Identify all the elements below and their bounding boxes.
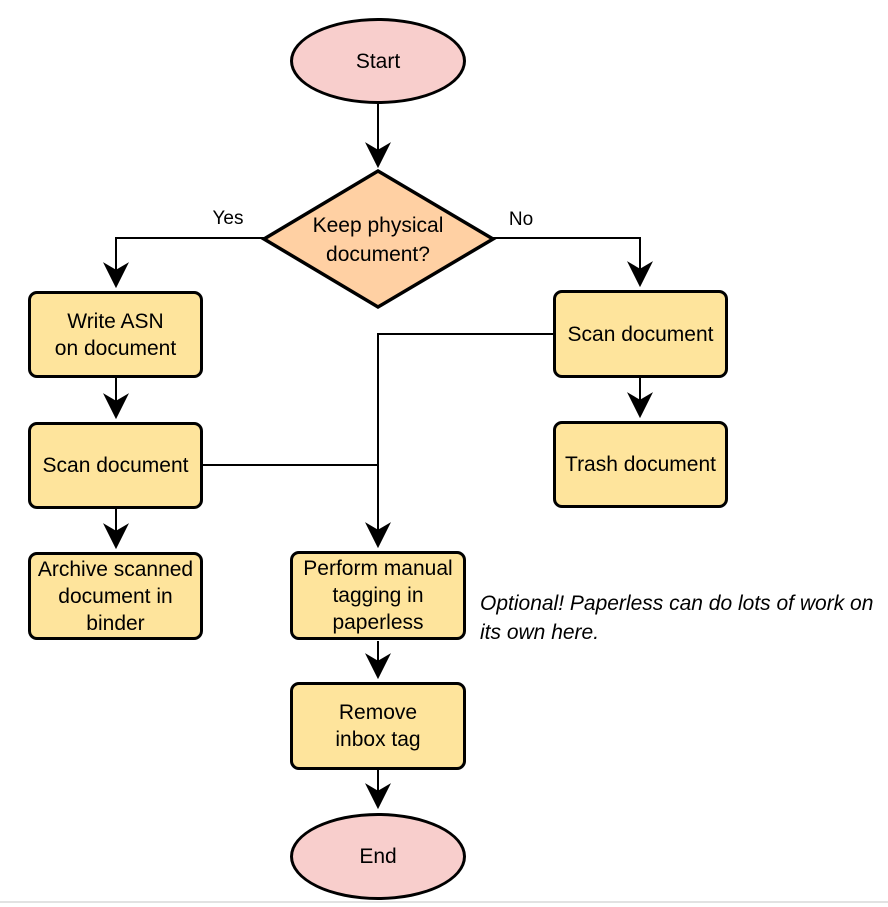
- edge-decision-no-branch: [493, 237, 653, 288]
- node-manual-tagging: Perform manual tagging in paperless: [290, 551, 466, 640]
- bottom-divider: [0, 901, 888, 903]
- edge-label-no: No: [508, 209, 534, 230]
- node-write-asn: Write ASN on document: [28, 291, 203, 378]
- node-scan-document-right: Scan document: [553, 290, 728, 378]
- decision-diamond-shape: [260, 168, 497, 310]
- node-start: Start: [290, 18, 466, 104]
- node-scan-document-left: Scan document: [28, 422, 203, 509]
- node-end: End: [290, 813, 466, 900]
- optional-note-text: Optional! Paperless can do lots of work …: [480, 592, 874, 644]
- node-decision-label: Keep physical document?: [312, 214, 444, 266]
- node-archive-scanned: Archive scanned document in binder: [28, 552, 203, 640]
- node-trash-document: Trash document: [553, 421, 728, 508]
- node-remove-inbox-tag: Remove inbox tag: [290, 682, 466, 770]
- edge-decision-yes-branch: [103, 237, 264, 289]
- edge-scanright-to-tagging: [365, 333, 553, 549]
- edge-label-yes: Yes: [212, 208, 244, 229]
